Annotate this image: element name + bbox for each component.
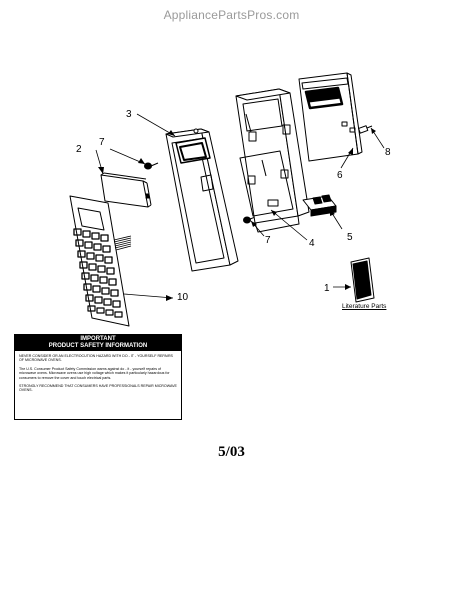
safety-paragraph-1: NEVER CONSIDER OR AN ELECTROCUTION HAZAR… [19,354,173,363]
callout-3: 3 [126,109,132,120]
callout-1: 1 [324,283,330,294]
screw-part-upper [144,162,159,170]
latch-part [302,194,337,217]
callout-5: 5 [347,232,353,243]
literature-booklet-part [350,257,375,303]
callout-4: 4 [309,238,315,249]
literature-parts-label: Literature Parts [342,303,387,310]
door-frame-part [165,128,239,272]
safety-heading-line2: PRODUCT SAFETY INFORMATION [48,343,148,349]
control-bracket-part [235,88,310,233]
callout-numbers: 2 7 3 10 4 7 5 6 8 1 [76,109,391,303]
watermark-text: AppliancePartsPros.com [163,8,300,22]
callout-8: 8 [385,147,391,158]
safety-heading: IMPORTANT PRODUCT SAFETY INFORMATION [15,335,181,351]
callout-7-upper: 7 [99,137,105,148]
connector-part-8 [358,125,373,134]
safety-information-box: IMPORTANT PRODUCT SAFETY INFORMATION NEV… [14,334,182,420]
callout-7-lower: 7 [265,235,271,246]
keypad-membrane-part [69,195,132,327]
safety-heading-line1: IMPORTANT [80,336,116,342]
leader-arrowheads [98,128,376,301]
callout-10: 10 [177,292,189,303]
callout-2: 2 [76,144,82,155]
callout-6: 6 [337,170,343,181]
display-panel-part [100,172,152,208]
circuit-board-part [298,72,363,162]
safety-paragraph-3: STRONGLY RECOMMEND THAT CONSUMERS HAVE P… [19,384,177,393]
safety-paragraph-2: The U.S. Consumer Product Safety Commiss… [19,366,170,380]
safety-body: NEVER CONSIDER OR AN ELECTROCUTION HAZAR… [15,351,181,400]
date-code: 5/03 [218,444,245,460]
